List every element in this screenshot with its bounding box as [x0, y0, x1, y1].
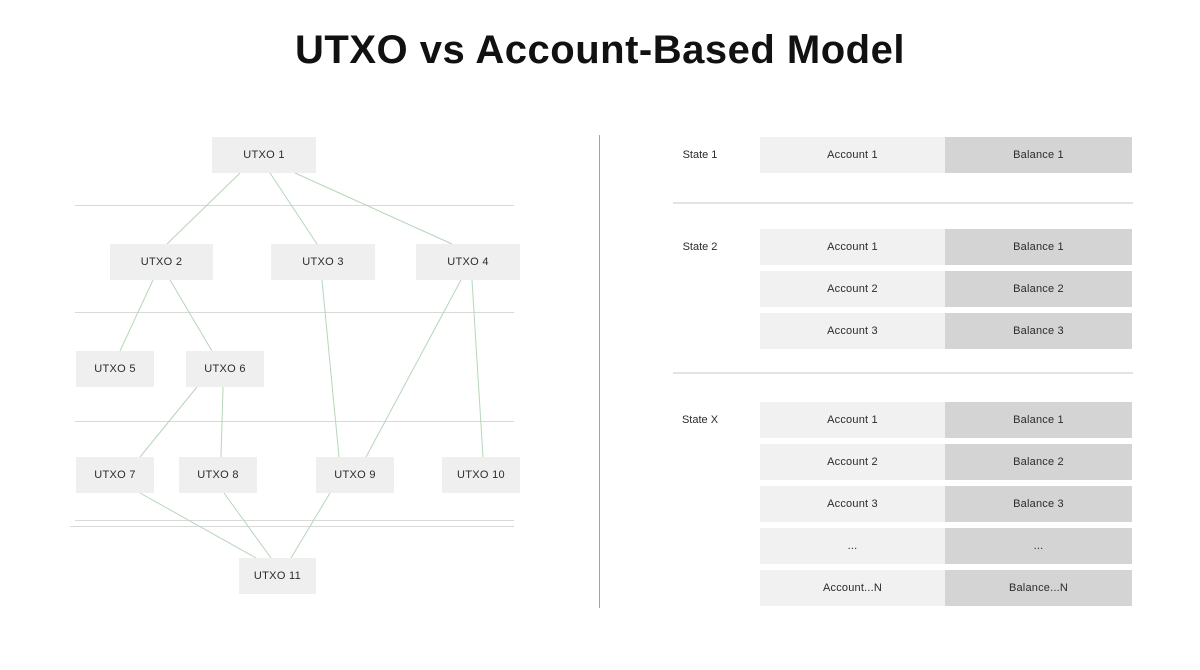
utxo-box-label: UTXO 11 — [253, 570, 302, 582]
balance-cell: Balance 2 — [945, 444, 1132, 480]
state-label: State 1 — [682, 149, 718, 161]
account-cell: Account 2 — [760, 271, 945, 307]
account-cell: Account 2 — [760, 444, 945, 480]
utxo-edge-line — [139, 492, 257, 559]
utxo-box-label: UTXO 5 — [94, 363, 136, 375]
account-cell-label: Account 2 — [827, 283, 878, 295]
account-cell-label: Account 1 — [827, 414, 878, 426]
balance-cell: Balance...N — [945, 570, 1132, 606]
account-cell-label: Account 3 — [827, 498, 878, 510]
utxo-box-6: UTXO 6 — [186, 351, 264, 387]
utxo-edge-line — [365, 279, 462, 458]
account-cell: Account 1 — [760, 137, 945, 173]
utxo-box-label: UTXO 4 — [447, 256, 489, 268]
utxo-edge-line — [290, 492, 331, 559]
utxo-box-3: UTXO 3 — [271, 244, 375, 280]
account-cell-label: Account 1 — [827, 149, 878, 161]
utxo-box-8: UTXO 8 — [179, 457, 257, 493]
utxo-box-2: UTXO 2 — [110, 244, 213, 280]
balance-cell-label: Balance 1 — [1013, 414, 1064, 426]
account-cell: Account 1 — [760, 229, 945, 265]
page-title: UTXO vs Account-Based Model — [295, 28, 905, 72]
balance-cell: Balance 1 — [945, 137, 1132, 173]
utxo-edge-line — [220, 386, 224, 458]
utxo-box-4: UTXO 4 — [416, 244, 520, 280]
utxo-box-1: UTXO 1 — [212, 137, 316, 173]
state-label: State 2 — [682, 241, 718, 253]
utxo-box-10: UTXO 10 — [442, 457, 520, 493]
account-cell: Account 3 — [760, 313, 945, 349]
utxo-box-label: UTXO 3 — [302, 256, 344, 268]
utxo-box-label: UTXO 6 — [204, 363, 246, 375]
utxo-edge-line — [223, 492, 272, 559]
utxo-edge-line — [119, 279, 154, 352]
utxo-edge-line — [166, 172, 241, 245]
account-cell: Account 3 — [760, 486, 945, 522]
utxo-box-label: UTXO 1 — [243, 149, 285, 161]
account-cell: Account...N — [760, 570, 945, 606]
balance-cell-label: Balance 3 — [1013, 498, 1064, 510]
account-cell-label: Account 2 — [827, 456, 878, 468]
utxo-box-11: UTXO 11 — [239, 558, 316, 594]
balance-cell-label: Balance 1 — [1013, 241, 1064, 253]
account-cell-label: Account 3 — [827, 325, 878, 337]
utxo-edge-line — [294, 172, 453, 245]
utxo-edge-line — [321, 279, 340, 458]
balance-cell-label: Balance 2 — [1013, 456, 1064, 468]
account-cell-label: Account...N — [822, 582, 883, 594]
utxo-edge-line — [471, 279, 484, 458]
utxo-box-label: UTXO 2 — [140, 256, 183, 268]
account-cell-label: ... — [847, 540, 858, 552]
utxo-edge-line — [139, 386, 198, 458]
balance-cell-label: ... — [1033, 540, 1044, 552]
balance-cell: ... — [945, 528, 1132, 564]
balance-cell: Balance 1 — [945, 402, 1132, 438]
utxo-box-9: UTXO 9 — [316, 457, 394, 493]
account-cell: ... — [760, 528, 945, 564]
utxo-edge-line — [169, 279, 213, 352]
balance-cell-label: Balance 1 — [1013, 149, 1064, 161]
balance-cell: Balance 3 — [945, 486, 1132, 522]
utxo-box-7: UTXO 7 — [76, 457, 154, 493]
account-cell-label: Account 1 — [827, 241, 878, 253]
state-label: State X — [681, 414, 719, 426]
balance-cell: Balance 2 — [945, 271, 1132, 307]
utxo-box-label: UTXO 8 — [197, 469, 239, 481]
utxo-box-5: UTXO 5 — [76, 351, 154, 387]
balance-cell: Balance 3 — [945, 313, 1132, 349]
balance-cell-label: Balance 3 — [1013, 325, 1064, 337]
balance-cell: Balance 1 — [945, 229, 1132, 265]
utxo-box-label: UTXO 7 — [94, 469, 136, 481]
balance-cell-label: Balance...N — [1008, 582, 1069, 594]
utxo-box-label: UTXO 10 — [457, 469, 505, 481]
utxo-edge-line — [269, 172, 318, 245]
utxo-box-label: UTXO 9 — [334, 469, 376, 481]
account-cell: Account 1 — [760, 402, 945, 438]
balance-cell-label: Balance 2 — [1013, 283, 1064, 295]
